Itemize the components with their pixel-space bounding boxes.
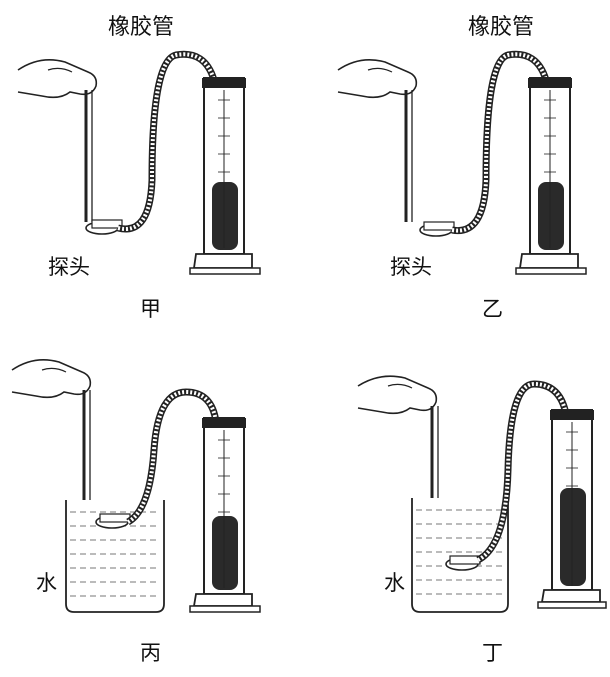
hand-icon: [357, 375, 438, 415]
hand-icon: [337, 59, 418, 99]
tube-label: 橡胶管: [108, 15, 174, 40]
panel-ding: 水 丁: [357, 375, 607, 665]
u-tube-manometer: [515, 77, 587, 275]
panel-yi: 橡胶管 探头 乙: [337, 15, 587, 321]
tube-label: 橡胶管: [468, 15, 534, 40]
panel-jia: 橡胶管 探头 甲: [17, 15, 261, 321]
u-tube-manometer: [189, 417, 261, 613]
water-beaker: [411, 498, 509, 613]
panel-caption: 甲: [140, 297, 161, 321]
water-label: 水: [384, 571, 405, 595]
probe-label: 探头: [48, 255, 90, 279]
hand-icon: [11, 359, 92, 399]
u-tube-manometer: [537, 409, 607, 609]
probe-head: [419, 221, 455, 237]
panel-caption: 丁: [482, 641, 503, 665]
panel-caption: 丙: [140, 641, 161, 665]
probe-head: [445, 555, 481, 571]
rubber-tube: [126, 388, 220, 526]
water-beaker: [65, 500, 165, 613]
probe-head: [85, 219, 123, 235]
panel-caption: 乙: [482, 297, 503, 321]
panel-bing: 水 丙: [11, 359, 261, 665]
hand-icon: [17, 59, 98, 99]
probe-head: [95, 513, 131, 529]
water-label: 水: [36, 571, 57, 595]
rubber-tube: [117, 50, 218, 233]
probe-label: 探头: [390, 255, 432, 279]
u-tube-manometer: [189, 77, 261, 275]
